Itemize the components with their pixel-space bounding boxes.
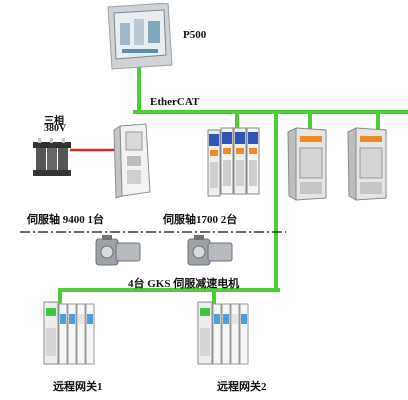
power-label-line1: 三相 [44, 116, 64, 127]
servo-9400-label: 伺服轴 9400 1台 [27, 214, 104, 226]
gateway-1-label: 远程网关1 [53, 381, 103, 393]
gks-motor-1-icon [95, 235, 141, 266]
bus-label: EtherCAT [150, 96, 200, 108]
remote-gateway-2-icon [197, 301, 249, 365]
servo-1700-label: 伺服轴1700 2台 [163, 214, 238, 226]
hmi-label: P500 [183, 29, 207, 41]
gks-label: 4台 GKS 伺服减速电机 [128, 278, 240, 290]
hmi-panel-icon [107, 3, 173, 70]
drive-unit-a-icon [287, 127, 327, 201]
servo-9400-drive-icon [113, 123, 151, 199]
power-label-line2: 380V [44, 123, 67, 134]
servo-1700-drive-icon [207, 127, 260, 197]
gks-motor-2-icon [187, 235, 233, 266]
transformer-icon [33, 138, 71, 176]
remote-gateway-1-icon [43, 301, 95, 365]
drive-unit-b-icon [347, 127, 387, 201]
gateway-2-label: 远程网关2 [217, 381, 267, 393]
